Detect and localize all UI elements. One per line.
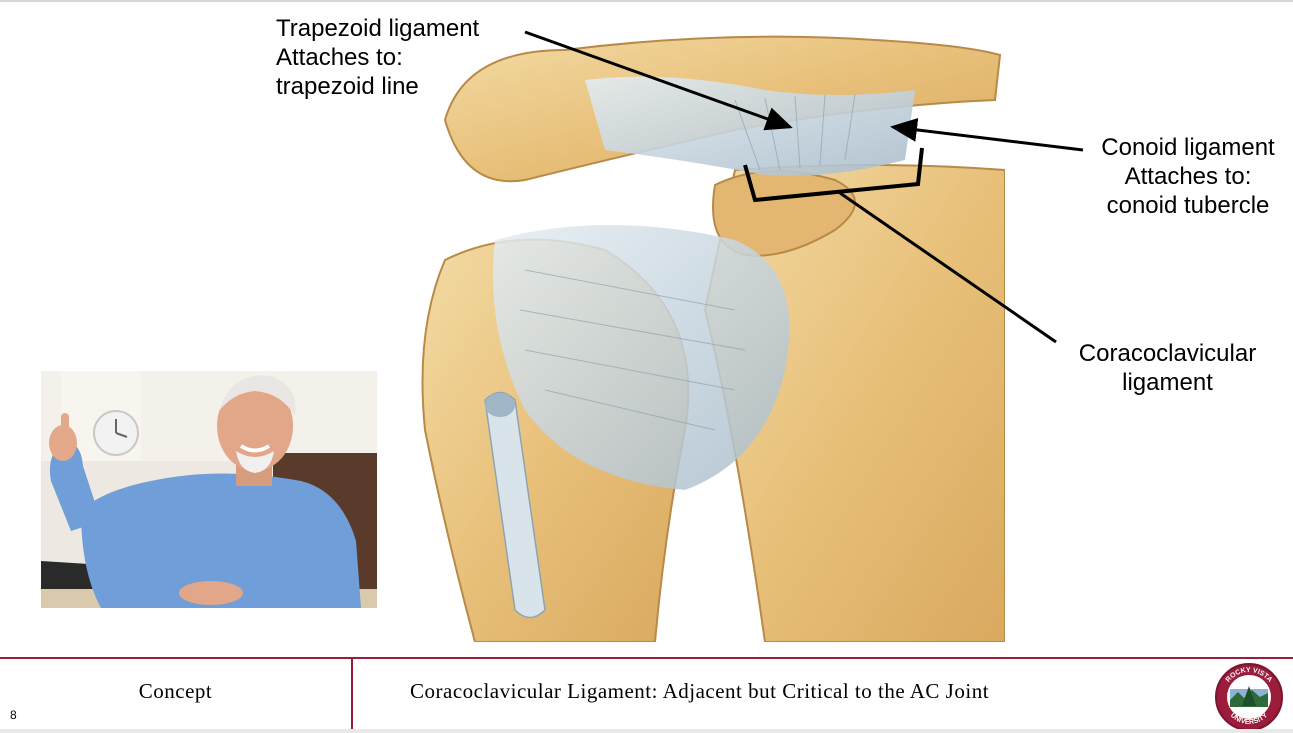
bottom-band — [0, 729, 1293, 733]
thumbs-up-man-photo — [41, 371, 377, 608]
footer-divider — [351, 659, 353, 729]
slide-title: Coracoclavicular Ligament: Adjacent but … — [410, 679, 990, 703]
top-rule — [0, 0, 1293, 2]
shoulder-anatomy-illustration — [421, 35, 1005, 642]
footer-rule — [0, 657, 1293, 659]
university-seal-logo: ROCKY VISTA UNIVERSITY — [1215, 663, 1283, 731]
slide-number: 8 — [10, 708, 17, 722]
footer-section-label: Concept — [138, 679, 213, 703]
coracoclavicular-ligament-label: Coracoclavicular ligament — [1078, 340, 1257, 396]
conoid-ligament-label: Conoid ligament Attaches to: conoid tube… — [1101, 134, 1275, 219]
trapezoid-ligament-label: Trapezoid ligament Attaches to: trapezoi… — [276, 15, 480, 100]
